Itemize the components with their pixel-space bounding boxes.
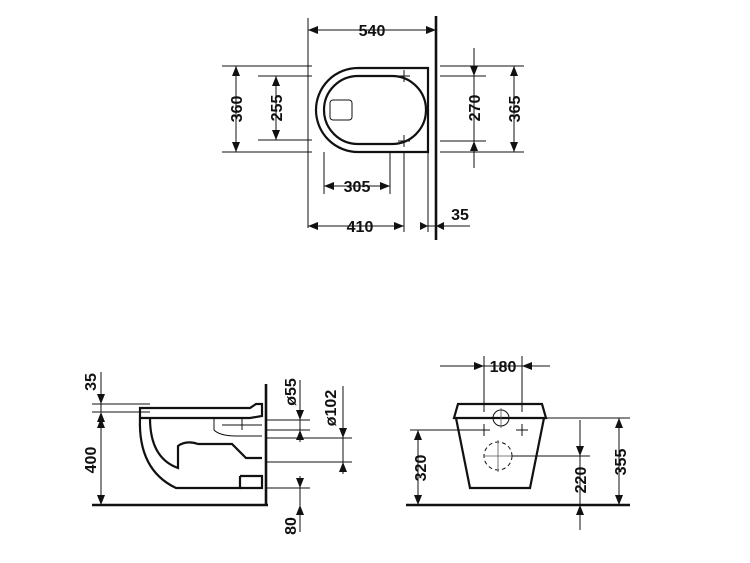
dim-255-label: 255 (269, 95, 286, 122)
dim-35-side-label: 35 (83, 373, 100, 391)
bolt-mark-lower (398, 135, 410, 147)
dim-400-label: 400 (83, 447, 100, 474)
dim-180-label: 180 (490, 359, 517, 376)
dim-365-label: 365 (507, 96, 524, 123)
dim-355-label: 355 (613, 449, 630, 476)
bowl-opening-top (322, 74, 428, 146)
side-view-inner (213, 418, 262, 437)
dim-35-top-label: 35 (451, 207, 469, 224)
front-view: 180 320 220 355 (406, 356, 630, 530)
dim-320-label: 320 (413, 455, 430, 482)
dim-410-label: 410 (347, 219, 374, 236)
dim-80-label: 80 (283, 517, 300, 535)
dim-220-label: 220 (573, 467, 590, 494)
front-bolt-right (516, 424, 528, 436)
drain-outline-top (329, 99, 353, 121)
front-bolt-left (478, 424, 490, 436)
dim-270-label: 270 (467, 95, 484, 122)
dim-540-label: 540 (359, 23, 386, 40)
side-view-bowl (138, 417, 242, 490)
bolt-mark-upper (398, 70, 410, 82)
dim-102-label: ø102 (323, 390, 340, 427)
side-view-outlet (240, 474, 264, 490)
bowl-outline-top (314, 66, 430, 154)
side-view-trap (148, 417, 262, 470)
dim-305-label: 305 (344, 179, 371, 196)
dim-360-label: 360 (229, 96, 246, 123)
side-view: 35 400 ø55 ø102 80 (83, 372, 352, 535)
front-view-body (454, 417, 546, 490)
top-view: 540 360 255 305 410 35 (222, 16, 524, 240)
dim-55-label: ø55 (283, 378, 300, 406)
front-view-rim (452, 402, 548, 420)
side-view-rim (138, 402, 264, 420)
